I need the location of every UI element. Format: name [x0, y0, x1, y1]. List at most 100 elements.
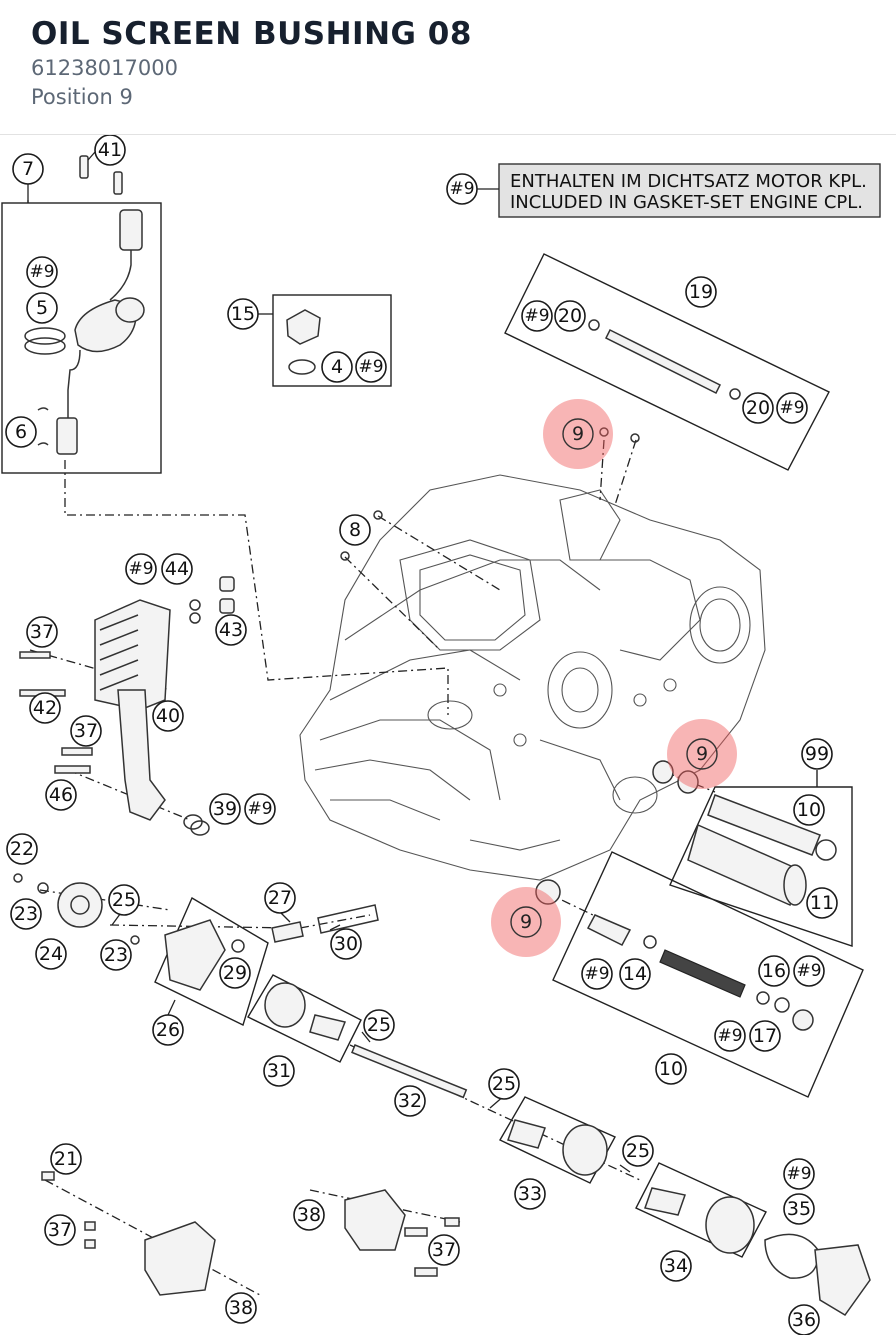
highlight-position-9-top[interactable]: 9 — [543, 399, 613, 469]
callout-38-b: 38 — [293, 1199, 325, 1231]
svg-text:25: 25 — [492, 1073, 516, 1095]
shaft-19 — [588, 319, 741, 400]
svg-text:9: 9 — [520, 911, 532, 933]
legend-line-german: ENTHALTEN IM DICHTSATZ MOTOR KPL. — [510, 171, 867, 192]
svg-text:23: 23 — [14, 903, 38, 925]
svg-text:33: 33 — [518, 1183, 542, 1205]
svg-text:42: 42 — [33, 697, 57, 719]
oil-screen-parts — [586, 914, 814, 1031]
callout-9-sensor: #9 — [26, 256, 58, 288]
svg-text:9: 9 — [572, 423, 584, 445]
callout-39: 39 — [209, 793, 241, 825]
callout-9-shaft-b: #9 — [776, 392, 808, 424]
callout-22: 22 — [6, 833, 38, 865]
svg-text:44: 44 — [165, 558, 189, 580]
svg-text:7: 7 — [22, 158, 34, 180]
callout-34: 34 — [660, 1250, 692, 1282]
pump-stage-33 — [507, 1119, 608, 1176]
callout-20-b: 20 — [742, 392, 774, 424]
oil-cooler — [19, 576, 235, 836]
svg-text:23: 23 — [104, 944, 128, 966]
svg-text:16: 16 — [762, 960, 786, 982]
svg-text:6: 6 — [15, 421, 27, 443]
svg-text:26: 26 — [156, 1019, 180, 1041]
callout-36: 36 — [788, 1304, 820, 1335]
callout-24: 24 — [35, 938, 67, 970]
svg-text:46: 46 — [49, 784, 73, 806]
page-title: OIL SCREEN BUSHING 08 — [31, 16, 472, 52]
callout-8: 8 — [339, 514, 371, 546]
svg-text:20: 20 — [558, 305, 582, 327]
svg-text:9: 9 — [696, 743, 708, 765]
oil-filter-insert — [687, 794, 837, 907]
callout-15: 15 — [227, 298, 259, 330]
svg-text:40: 40 — [156, 705, 180, 727]
callout-40: 40 — [152, 700, 184, 732]
callout-10-b: 10 — [655, 1053, 687, 1085]
svg-text:37: 37 — [48, 1219, 72, 1241]
callout-9-cooler-b: #9 — [244, 793, 276, 825]
callout-35: 35 — [783, 1193, 815, 1225]
callout-42: 42 — [29, 692, 61, 724]
svg-text:#9: #9 — [247, 799, 272, 819]
svg-text:37: 37 — [432, 1239, 456, 1261]
oil-pump-gear-assembly — [13, 873, 379, 1026]
svg-text:#9: #9 — [717, 1026, 742, 1046]
part-number: 61238017000 — [31, 56, 178, 80]
highlight-position-9-bottom[interactable]: 9 — [491, 887, 561, 957]
svg-text:37: 37 — [30, 621, 54, 643]
svg-text:#9: #9 — [584, 964, 609, 984]
svg-text:39: 39 — [213, 798, 237, 820]
callout-9-pump: #9 — [783, 1158, 815, 1190]
callout-9-shaft-a: #9 — [521, 300, 553, 332]
callout-9-screen-b: #9 — [793, 955, 825, 987]
callout-31: 31 — [263, 1055, 295, 1087]
callout-9-screen-a: #9 — [581, 958, 613, 990]
gasket-set-legend: ENTHALTEN IM DICHTSATZ MOTOR KPL. INCLUD… — [498, 163, 881, 218]
svg-text:5: 5 — [36, 297, 48, 319]
svg-text:37: 37 — [74, 720, 98, 742]
svg-text:31: 31 — [267, 1060, 291, 1082]
svg-text:38: 38 — [297, 1204, 321, 1226]
oil-pressure-sensor — [24, 209, 145, 455]
svg-text:#9: #9 — [524, 306, 549, 326]
pump-stage-34 — [644, 1187, 871, 1316]
callout-46: 46 — [45, 779, 77, 811]
callout-25-d: 25 — [622, 1135, 654, 1167]
callout-14: 14 — [619, 958, 651, 990]
callout-43: 43 — [215, 614, 247, 646]
callout-20-a: 20 — [554, 300, 586, 332]
svg-text:22: 22 — [10, 838, 34, 860]
callout-7: 7 — [12, 153, 44, 185]
svg-text:#9: #9 — [786, 1164, 811, 1184]
svg-text:#9: #9 — [358, 357, 383, 377]
svg-text:17: 17 — [753, 1025, 777, 1047]
svg-text:43: 43 — [219, 619, 243, 641]
callout-9-cooler: #9 — [125, 553, 157, 585]
svg-text:14: 14 — [623, 963, 647, 985]
position-label: Position 9 — [31, 85, 133, 109]
oil-filler-plug — [286, 309, 321, 375]
callout-37-a: 37 — [26, 616, 58, 648]
svg-text:36: 36 — [792, 1309, 816, 1331]
callout-legend-marker: #9 — [446, 173, 478, 205]
svg-text:99: 99 — [805, 743, 829, 765]
callout-25-a: 25 — [108, 884, 140, 916]
callout-9-screen-c: #9 — [714, 1020, 746, 1052]
pump-stage-31 — [264, 982, 347, 1041]
svg-text:27: 27 — [268, 887, 292, 909]
callout-37-c: 37 — [44, 1214, 76, 1246]
callout-37-d: 37 — [428, 1234, 460, 1266]
legend-line-english: INCLUDED IN GASKET-SET ENGINE CPL. — [510, 192, 863, 213]
svg-text:21: 21 — [54, 1148, 78, 1170]
svg-text:11: 11 — [810, 892, 834, 914]
bolts-41 — [79, 155, 123, 195]
highlight-position-9-right[interactable]: 9 — [667, 719, 737, 789]
callout-16: 16 — [758, 955, 790, 987]
callout-25-c: 25 — [488, 1068, 520, 1100]
svg-text:#9: #9 — [796, 961, 821, 981]
exploded-parts-diagram: ENTHALTEN IM DICHTSATZ MOTOR KPL. INCLUD… — [1, 135, 881, 1335]
callout-32: 32 — [394, 1085, 426, 1117]
svg-text:25: 25 — [112, 889, 136, 911]
svg-text:25: 25 — [626, 1140, 650, 1162]
